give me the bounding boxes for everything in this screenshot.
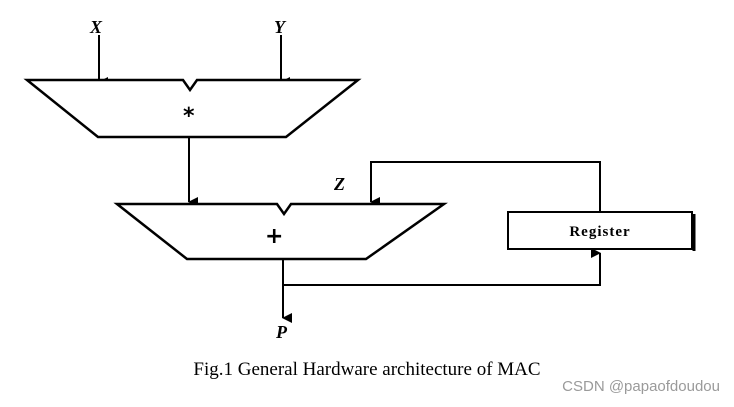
multiplier-block <box>23 78 362 139</box>
register-label: Register <box>569 224 630 240</box>
multiplier-symbol: * <box>183 104 195 129</box>
adder-block <box>113 202 448 261</box>
feedback-wire <box>370 161 601 212</box>
input-x-label: X <box>89 17 103 37</box>
input-z-label: Z <box>333 174 345 194</box>
figure-caption: Fig.1 General Hardware architecture of M… <box>193 359 541 380</box>
adder-symbol: + <box>265 224 283 249</box>
register-input-wire <box>283 248 601 286</box>
input-y-label: Y <box>274 17 287 37</box>
output-p-label: P <box>275 322 288 342</box>
watermark: CSDN @papaofdoudou <box>562 378 720 395</box>
